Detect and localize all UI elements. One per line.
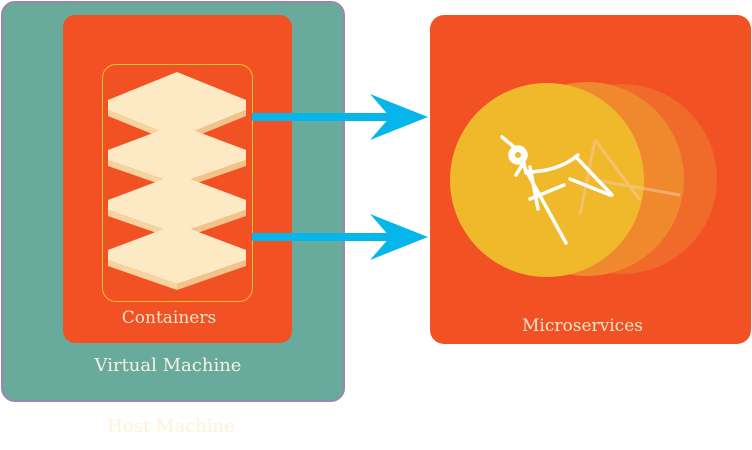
service-circle-front [450, 83, 644, 277]
microservices-graphic [450, 82, 717, 277]
container-layer-4 [108, 224, 246, 290]
virtual-machine-label: Virtual Machine [94, 355, 242, 376]
drafting-compass-icon [500, 135, 614, 245]
stacked-layers-icon [108, 72, 246, 290]
microservices-label: Microservices [522, 316, 643, 336]
containers-frame [102, 64, 253, 302]
containers-label: Containers [121, 308, 217, 328]
host-machine-label: Host Machine [107, 416, 235, 437]
right-arrow-icon [252, 214, 428, 260]
right-arrow-icon [252, 94, 428, 140]
drafting-compass-ghost [578, 139, 681, 216]
